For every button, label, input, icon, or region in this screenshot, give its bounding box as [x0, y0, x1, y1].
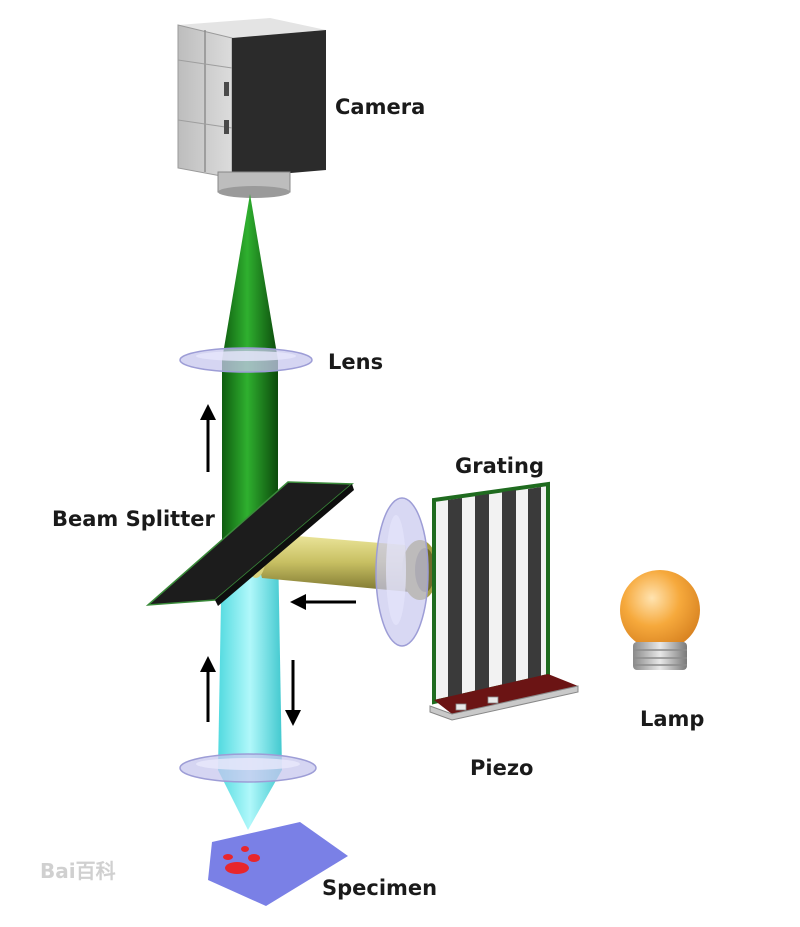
lower-lens	[179, 753, 317, 783]
lamp	[620, 570, 700, 670]
arrow-down-icon	[285, 660, 301, 726]
label-camera: Camera	[335, 95, 425, 119]
piezo-stage	[429, 674, 579, 721]
label-lens: Lens	[328, 350, 383, 374]
side-lens	[375, 497, 429, 647]
arrow-up-icon	[200, 404, 216, 472]
arrow-left-icon	[290, 594, 356, 610]
label-grating: Grating	[455, 454, 544, 478]
label-lamp: Lamp	[640, 707, 704, 731]
label-piezo: Piezo	[470, 756, 533, 780]
label-beam-splitter: Beam Splitter	[52, 507, 215, 531]
beam-splitter	[145, 481, 354, 606]
watermark: Bai百科	[40, 859, 116, 883]
upper-lens	[179, 347, 313, 373]
camera	[177, 18, 326, 198]
arrow-up-icon	[200, 656, 216, 722]
grating	[432, 481, 550, 705]
specimen-plate	[208, 822, 348, 906]
label-specimen: Specimen	[322, 876, 437, 900]
